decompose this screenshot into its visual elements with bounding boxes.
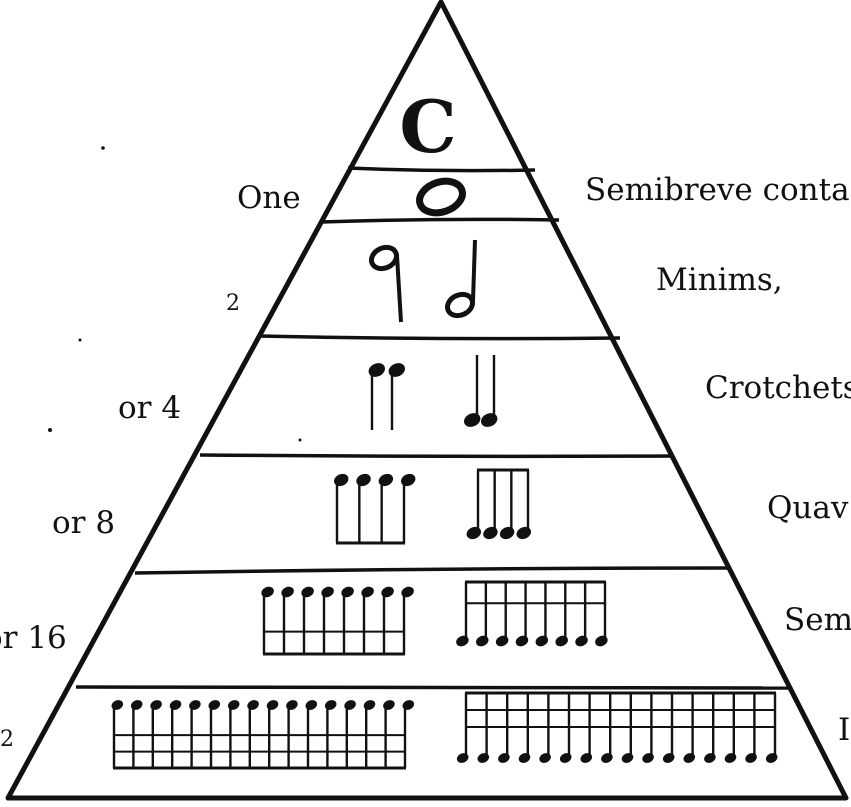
semibreve-note-icon bbox=[416, 177, 466, 217]
pyramid-outline bbox=[5, 0, 849, 801]
label-quavers: Quav bbox=[767, 490, 849, 526]
note-head bbox=[189, 700, 201, 710]
row-dividers bbox=[75, 166, 791, 690]
note-head bbox=[324, 700, 337, 710]
label-semibreve: Semibreve conta bbox=[585, 172, 850, 208]
note-head bbox=[130, 700, 143, 710]
label-or-four: or 4 bbox=[118, 390, 181, 426]
label-thirty-two: 2 bbox=[0, 727, 14, 752]
note-head bbox=[518, 753, 531, 763]
note-head bbox=[575, 635, 588, 647]
note-head bbox=[601, 753, 613, 763]
note-head bbox=[621, 753, 634, 763]
note-head bbox=[724, 753, 737, 763]
crotchet-stem-down-group bbox=[368, 363, 405, 430]
note-head bbox=[261, 586, 274, 598]
label-minims: Minims, bbox=[656, 262, 783, 298]
note-head bbox=[483, 526, 498, 540]
note-head bbox=[381, 586, 394, 598]
note-head bbox=[595, 635, 608, 647]
note-head bbox=[498, 753, 510, 763]
note-head bbox=[344, 700, 356, 710]
divider-5 bbox=[134, 566, 729, 575]
common-time-symbol: C bbox=[399, 84, 456, 169]
note-head bbox=[481, 413, 498, 427]
note-head bbox=[535, 635, 549, 647]
label-or-eight: or 8 bbox=[52, 505, 115, 541]
pyramid-triangle bbox=[5, 0, 849, 801]
minim-stem-down-icon bbox=[368, 244, 403, 323]
semiquaver-stem-down-group bbox=[261, 586, 414, 656]
divider-3 bbox=[258, 334, 621, 341]
quaver-stem-up-group bbox=[466, 468, 532, 540]
note-head bbox=[683, 753, 696, 763]
note-head bbox=[401, 586, 414, 598]
note-head bbox=[286, 700, 298, 710]
minim-row bbox=[368, 239, 477, 323]
note-head bbox=[745, 753, 757, 763]
note-head bbox=[363, 700, 376, 710]
note-head bbox=[321, 586, 334, 598]
note-head bbox=[516, 526, 532, 540]
note-head bbox=[111, 700, 124, 710]
note-head bbox=[227, 700, 240, 710]
note-head bbox=[368, 363, 385, 377]
note-head bbox=[477, 753, 490, 763]
label-or-sixteen: or 16 bbox=[0, 620, 67, 656]
note-head bbox=[555, 635, 568, 647]
note-head bbox=[662, 753, 675, 763]
note-head bbox=[559, 753, 572, 763]
label-one: One bbox=[237, 180, 301, 216]
note-head bbox=[378, 473, 394, 487]
note-head bbox=[539, 753, 551, 763]
note-head bbox=[305, 700, 318, 710]
note-head bbox=[383, 700, 395, 710]
note-head bbox=[400, 473, 416, 487]
note-head bbox=[281, 586, 294, 598]
note-head bbox=[765, 753, 778, 763]
note-head bbox=[208, 700, 221, 710]
note-head bbox=[515, 635, 529, 647]
note-head bbox=[499, 526, 515, 540]
note-head bbox=[356, 473, 371, 487]
note-head bbox=[333, 473, 349, 487]
print-specks bbox=[48, 146, 302, 442]
note-head bbox=[150, 700, 162, 710]
note-head bbox=[475, 635, 489, 647]
note-head bbox=[642, 753, 654, 763]
semiquaver-stem-up-group bbox=[456, 580, 608, 647]
minim-stem-up-icon bbox=[444, 239, 477, 319]
note-head bbox=[456, 635, 469, 647]
note-head bbox=[341, 586, 354, 598]
note-head bbox=[361, 586, 374, 598]
note-head bbox=[580, 753, 593, 763]
label-two: 2 bbox=[226, 291, 240, 316]
label-crotchets: Crotchets bbox=[705, 370, 851, 406]
divider-1 bbox=[347, 166, 536, 173]
note-head bbox=[495, 635, 509, 647]
note-head bbox=[464, 413, 481, 427]
note-head bbox=[266, 700, 279, 710]
label-demisemiquavers: I bbox=[838, 712, 850, 748]
quaver-stem-down-group bbox=[333, 473, 416, 545]
divider-4 bbox=[199, 453, 673, 459]
demisemiquaver-stem-down-group bbox=[111, 700, 415, 770]
label-semiquavers: Semi bbox=[784, 602, 851, 638]
note-head bbox=[301, 586, 314, 598]
divider-2 bbox=[320, 217, 560, 224]
crotchet-stem-up-group bbox=[464, 355, 498, 427]
note-head bbox=[466, 526, 482, 540]
note-head bbox=[704, 753, 716, 763]
demisemiquaver-stem-up-group bbox=[456, 691, 778, 763]
note-head bbox=[402, 700, 415, 710]
note-groups bbox=[111, 355, 778, 770]
note-head bbox=[388, 363, 405, 377]
note-head bbox=[456, 753, 469, 763]
note-head bbox=[169, 700, 182, 710]
divider-6 bbox=[75, 685, 791, 690]
note-head bbox=[247, 700, 259, 710]
